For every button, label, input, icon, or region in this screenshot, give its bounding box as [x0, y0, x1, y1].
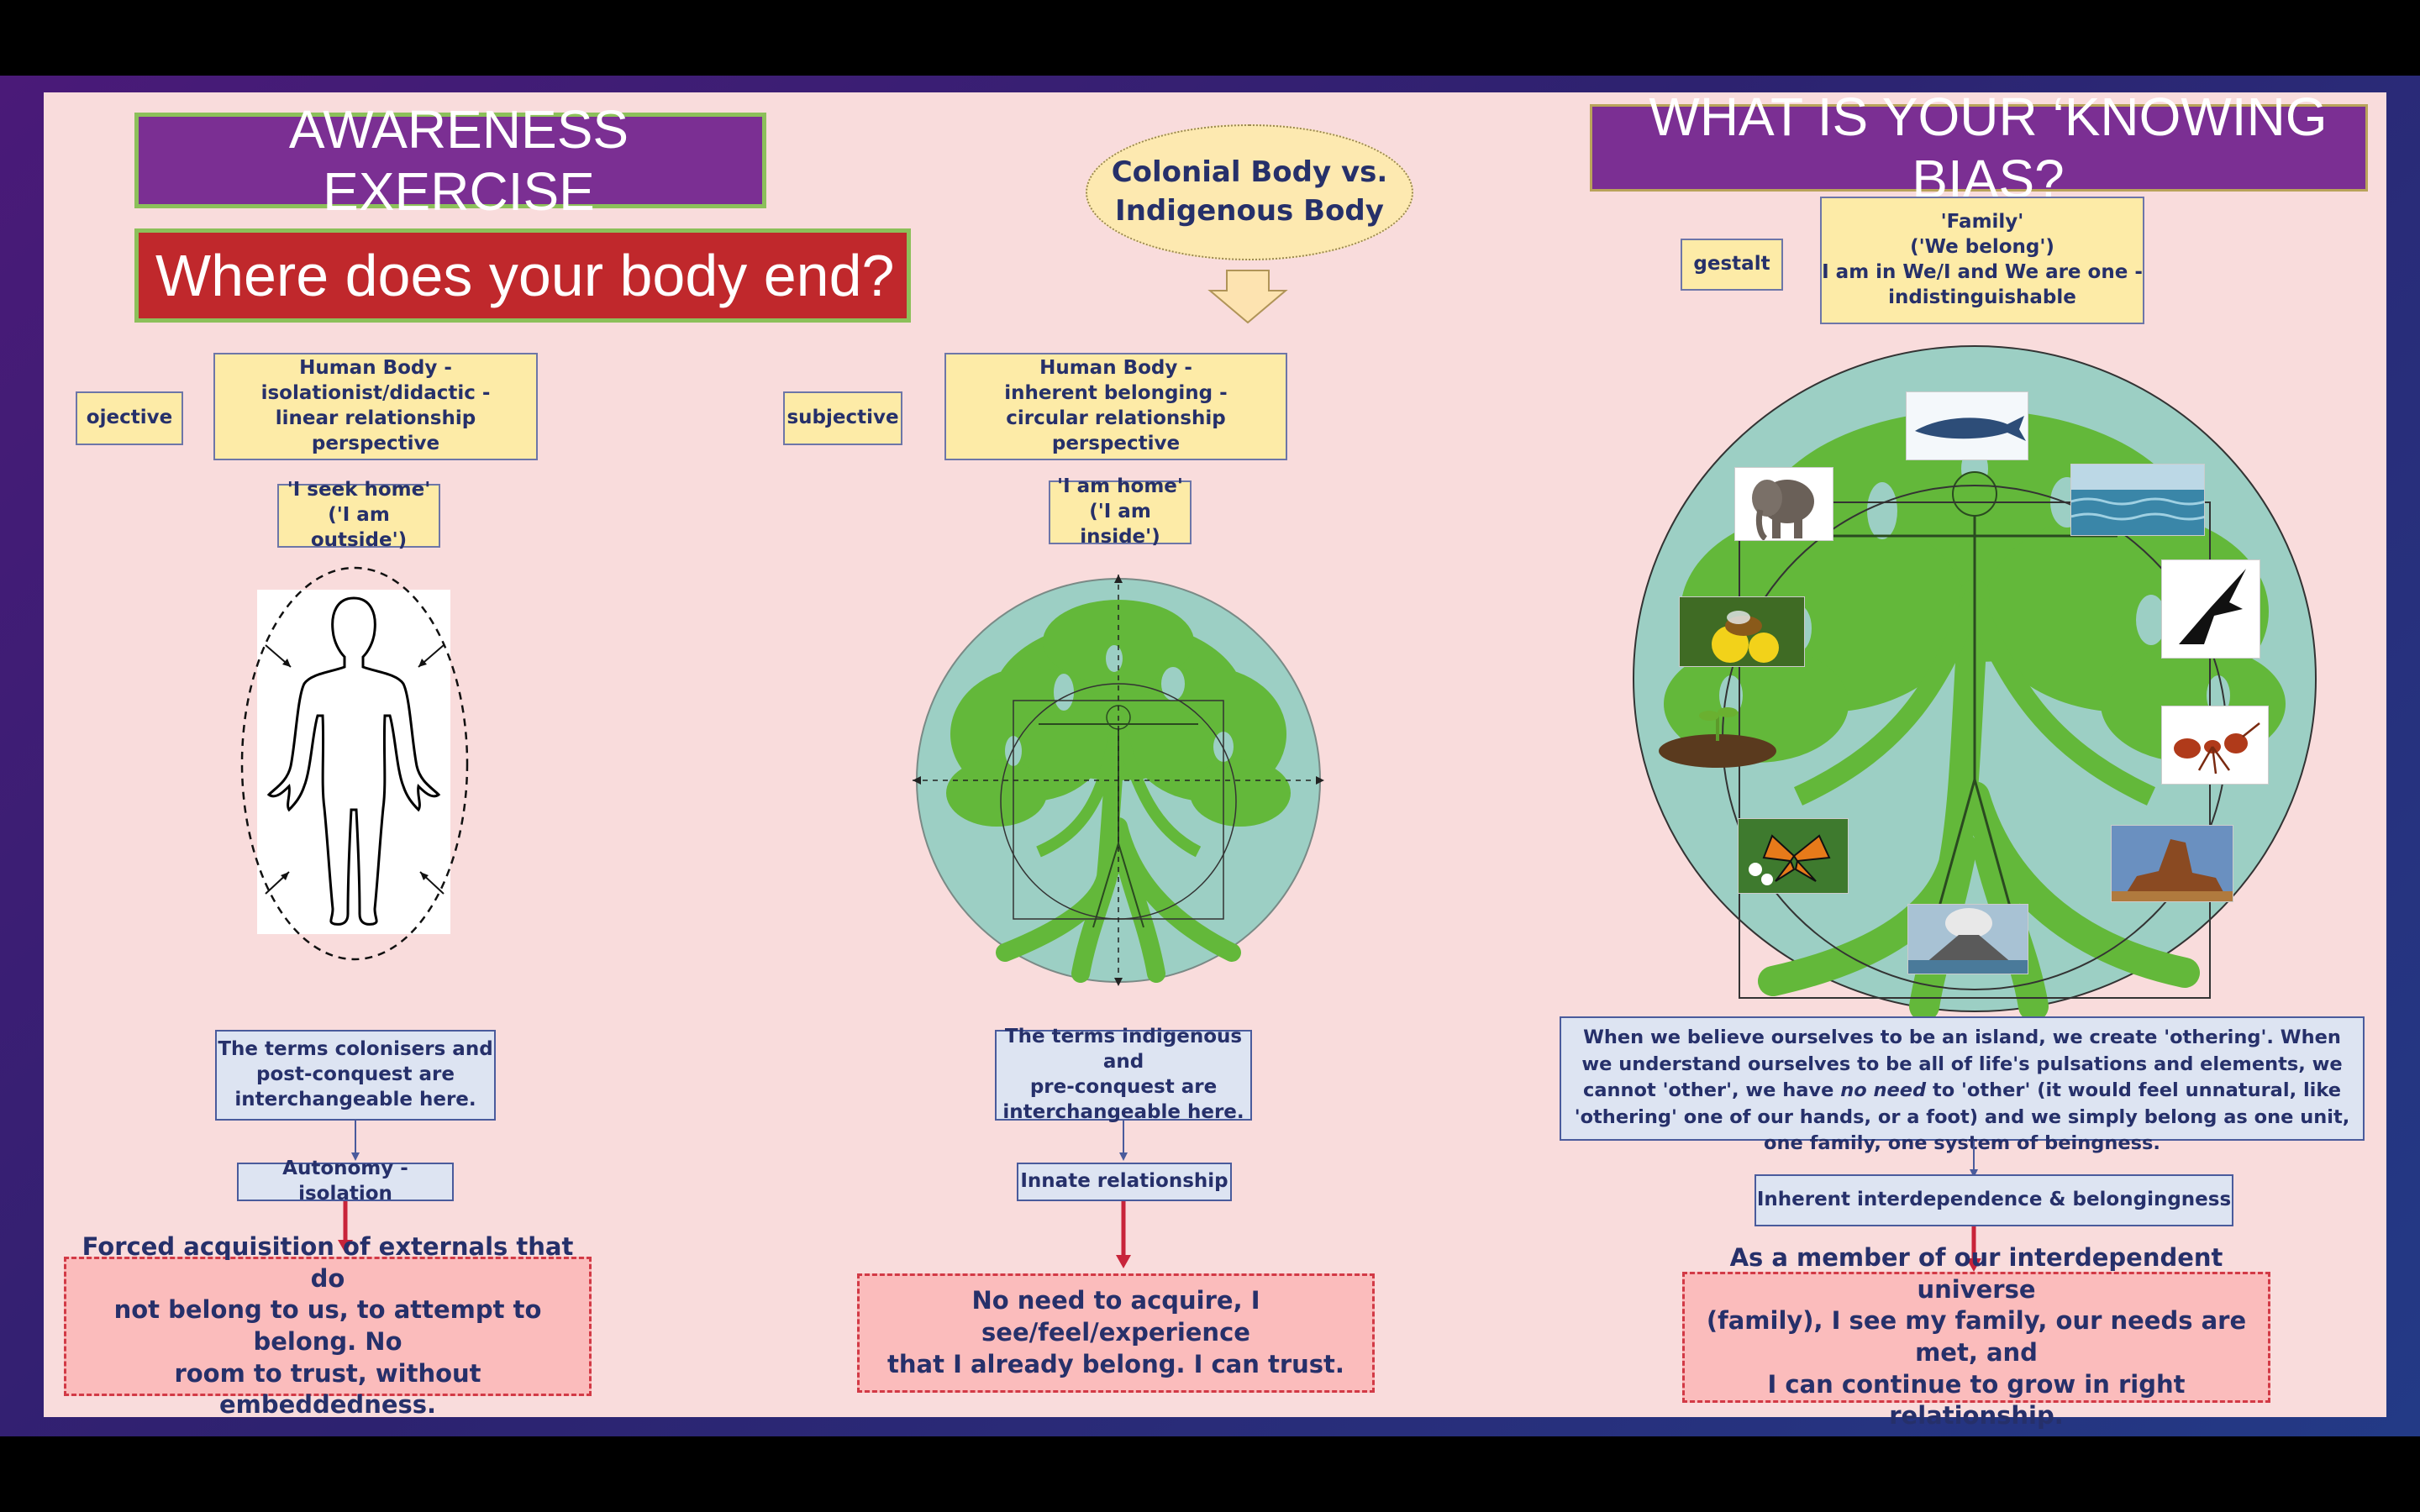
left-human-body-box: Human Body - isolationist/didactic - lin… — [213, 353, 538, 460]
gestalt-tag: gestalt — [1681, 239, 1783, 291]
down-arrow-icon — [1207, 270, 1288, 324]
right-conclusion-box: As a member of our interdependent univer… — [1682, 1243, 2270, 1430]
statement-emphasis: no need — [1840, 1079, 1927, 1101]
rock-formation-icon — [2112, 826, 2233, 901]
right-result-box: Inherent interdependence & belongingness — [1754, 1174, 2233, 1226]
middle-human-body-box: Human Body - inherent belonging - circul… — [944, 353, 1287, 460]
middle-result-box: Innate relationship — [1017, 1163, 1232, 1201]
middle-home-box: 'I am home' ('I am inside') — [1049, 475, 1192, 548]
aura-dashed-ellipse — [240, 566, 469, 961]
interdependence-statement-box: When we believe ourselves to be an islan… — [1560, 1016, 2365, 1154]
human-body-outline-image — [257, 590, 450, 934]
question-title: Where does your body end? — [134, 228, 911, 323]
middle-conclusion-box: No need to acquire, I see/feel/experienc… — [857, 1273, 1375, 1393]
family-box: 'Family' ('We belong') I am in We/I and … — [1820, 197, 2144, 324]
eagle-photo — [2161, 559, 2260, 659]
left-conclusion-box: Forced acquisition of externals that do … — [64, 1232, 592, 1419]
left-home-box: 'I seek home' ('I am outside') — [277, 479, 440, 551]
objective-tag: ojective — [76, 391, 183, 445]
seedling-in-soil-icon — [1659, 707, 1776, 768]
human-outline-icon — [266, 596, 441, 926]
bee-on-flower-icon — [1680, 597, 1804, 666]
left-terms-box: The terms colonisers and post-conquest a… — [215, 1030, 496, 1121]
elephant-photo — [1734, 467, 1833, 541]
middle-connector-line — [1119, 1121, 1128, 1161]
butterfly-photo — [1738, 818, 1849, 894]
middle-terms-box: The terms indigenous and pre-conquest ar… — [995, 1026, 1252, 1123]
right-red-arrow — [1966, 1226, 1981, 1272]
volcano-icon — [1908, 905, 2028, 974]
volcano-photo — [1907, 904, 2028, 974]
bee-photo — [1679, 596, 1805, 667]
subjective-tag: subjective — [783, 391, 902, 445]
statement-part-2: to 'other' (it would feel unnatural, lik… — [1574, 1079, 2350, 1154]
colonial-vs-indigenous-oval: Colonial Body vs. Indigenous Body — [1086, 124, 1413, 260]
ocean-icon — [2071, 465, 2204, 535]
knowing-bias-title: WHAT IS YOUR ‘KNOWING BIAS? — [1590, 87, 2368, 209]
ant-photo — [2161, 706, 2269, 785]
eagle-icon — [2162, 560, 2260, 658]
left-red-arrow — [338, 1201, 353, 1253]
ocean-photo — [2070, 464, 2205, 536]
elephant-icon — [1735, 468, 1833, 540]
tree-of-life-vitruvian-image — [913, 575, 1324, 986]
slide: AWARENESS EXERCISE Where does your body … — [44, 87, 2386, 1430]
ant-icon — [2162, 706, 2268, 784]
right-connector-line — [1970, 1141, 1978, 1178]
whale-icon — [1907, 392, 2028, 459]
awareness-exercise-title: AWARENESS EXERCISE — [134, 99, 766, 222]
monarch-butterfly-icon — [1739, 819, 1848, 893]
seedling-photo — [1657, 701, 1778, 771]
whale-photo — [1906, 391, 2028, 460]
rock-formation-photo — [2111, 825, 2233, 902]
statement-part-1: When we believe ourselves to be an islan… — [1581, 1026, 2343, 1101]
middle-red-arrow — [1116, 1201, 1131, 1268]
left-connector-line — [351, 1121, 360, 1161]
left-result-box: Autonomy - isolation — [237, 1158, 454, 1205]
